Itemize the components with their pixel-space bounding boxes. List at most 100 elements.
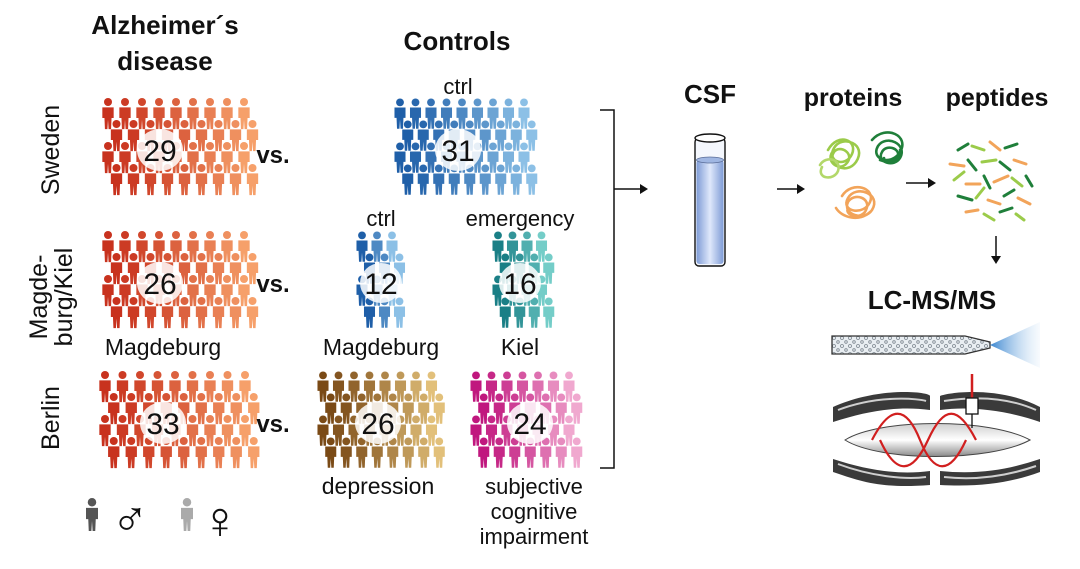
berlin-ad-person-icon <box>99 415 111 447</box>
count-magdeburg-ctrl: 12 <box>364 268 397 301</box>
sweden-ad-person-icon <box>178 164 191 196</box>
sweden-ad-person-icon <box>102 142 114 174</box>
berlin-depression-person-icon <box>387 437 399 468</box>
merge-bracket <box>600 109 615 469</box>
berlin-ad-person-icon <box>221 415 234 447</box>
count-badge-magdeburg-ctrl: 12 <box>360 263 402 303</box>
count-berlin-sci: 24 <box>513 408 546 441</box>
ad-header-line2: disease <box>117 46 212 76</box>
magdeburg-ad-person-icon <box>238 275 250 307</box>
berlin-depression-person-icon <box>418 437 430 468</box>
berlin-ad-person-icon <box>239 371 251 403</box>
ad-header-line1: Alzheimer´s <box>91 10 238 40</box>
berlin-ad-person-icon <box>195 437 207 469</box>
magdeburg-ctrl-person-icon <box>363 297 376 328</box>
magdeburg-ad-person-icon <box>110 297 123 329</box>
sweden-ad-person-icon <box>187 98 199 130</box>
sweden-ad-person-icon <box>204 142 216 174</box>
berlin-depression-person-icon <box>325 437 337 468</box>
sweden-ad-person-icon <box>195 164 208 196</box>
label-sweden-ctrl: ctrl <box>443 74 472 99</box>
magdeburg-ad-person-icon <box>221 231 233 263</box>
magdeburg-ad-person-icon <box>238 231 250 263</box>
magdeburg-ad-person-icon <box>212 297 225 329</box>
sweden-ad-person-icon <box>221 142 233 174</box>
berlin-ad-person-icon <box>108 437 120 469</box>
magdeburg-ad-person-icon <box>178 297 191 329</box>
arrow-to-proteins <box>777 184 805 194</box>
berlin-ad-person-icon <box>116 415 129 447</box>
berlin-ad-person-icon <box>204 415 216 447</box>
magdeburg-ad-person-icon <box>153 231 165 263</box>
magdeburg-ad-person-icon <box>246 297 259 329</box>
count-sweden-ctrl: 31 <box>441 135 474 168</box>
berlin-ad-person-icon <box>125 437 137 469</box>
magdeburg-ad-person-icon <box>127 297 140 329</box>
berlin-ad-person-icon <box>213 437 225 469</box>
kiel-emergency-person-icon <box>499 297 511 328</box>
berlin-ad-person-icon <box>213 393 225 425</box>
csf-header: CSF <box>684 79 736 109</box>
kiel-emergency-person-icon <box>543 297 555 328</box>
count-badge-kiel-emergency: 16 <box>499 263 541 303</box>
lc-column-icon <box>831 322 1040 368</box>
berlin-depression-person-icon <box>433 437 445 468</box>
sweden-ad-person-icon <box>212 164 225 196</box>
berlin-ad-person-icon <box>195 393 207 425</box>
sweden-ad-person-icon <box>153 98 165 130</box>
site-label-magdeburg-line1: Magde- <box>25 255 53 340</box>
sweden-ctrl-person-icon <box>417 164 429 195</box>
count-badge-sweden-ctrl: 31 <box>435 129 481 171</box>
vs-label-berlin: vs. <box>256 411 289 438</box>
sweden-ctrl-person-icon <box>495 164 507 195</box>
berlin-ad-person-icon <box>230 393 242 425</box>
sweden-ad-person-icon <box>110 120 123 152</box>
vs-label-magdeburg: vs. <box>256 271 289 298</box>
berlin-ad-person-icon <box>204 371 216 403</box>
csf-tube-icon <box>694 133 726 267</box>
sweden-ad-person-icon <box>102 98 114 130</box>
magdeburg-ad-person-icon <box>102 231 114 263</box>
site-label-sweden: Sweden <box>37 105 65 195</box>
sweden-ctrl-person-icon <box>510 164 522 195</box>
magdeburg-ad-person-icon <box>187 231 199 263</box>
sweden-ad-person-icon <box>238 142 250 174</box>
magdeburg-ad-person-icon <box>170 231 182 263</box>
berlin-sci-person-icon <box>478 437 490 468</box>
berlin-ad-person-icon <box>221 371 234 403</box>
magdeburg-ad-person-icon <box>221 275 233 307</box>
magdeburg-ad-person-icon <box>119 231 131 263</box>
controls-header: Controls <box>404 26 511 56</box>
berlin-ad-person-icon <box>178 437 190 469</box>
sweden-ad-person-icon <box>119 142 131 174</box>
berlin-ad-person-icon <box>230 437 242 469</box>
mass-spectrometer-icon <box>833 374 1040 487</box>
count-berlin-ad: 33 <box>146 408 179 441</box>
berlin-depression-person-icon <box>402 437 414 468</box>
label-magdeburg-ctrl-top: ctrl <box>366 206 395 231</box>
sweden-ctrl-person-icon <box>479 164 491 195</box>
label-berlin-sci-line3: impairment <box>480 524 589 549</box>
count-kiel-emergency: 16 <box>503 268 536 301</box>
berlin-depression-person-icon <box>356 437 368 468</box>
sweden-ad-person-icon <box>204 98 216 130</box>
count-badge-berlin-depression: 26 <box>355 402 401 444</box>
berlin-ad-person-icon <box>116 371 129 403</box>
arrow-to-peptides <box>906 178 936 188</box>
sweden-ad-person-icon <box>229 164 242 196</box>
berlin-ad-person-icon <box>248 437 260 469</box>
sweden-ctrl-person-icon <box>402 164 414 195</box>
sweden-ad-person-icon <box>229 120 242 152</box>
proteins-header: proteins <box>804 84 903 112</box>
female-symbol-icon: ♀ <box>201 492 240 550</box>
label-kiel-emergency-top: emergency <box>466 206 575 231</box>
count-badge-berlin-sci: 24 <box>507 402 553 444</box>
male-person-icon <box>86 498 98 531</box>
kiel-emergency-person-icon <box>528 297 540 328</box>
berlin-ad-person-icon <box>169 371 181 403</box>
berlin-depression-person-icon <box>340 437 352 468</box>
magdeburg-ad-person-icon <box>212 253 225 285</box>
berlin-sci-person-icon <box>555 437 567 468</box>
label-magdeburg-ad: Magdeburg <box>105 334 221 360</box>
count-sweden-ad: 29 <box>143 135 176 168</box>
